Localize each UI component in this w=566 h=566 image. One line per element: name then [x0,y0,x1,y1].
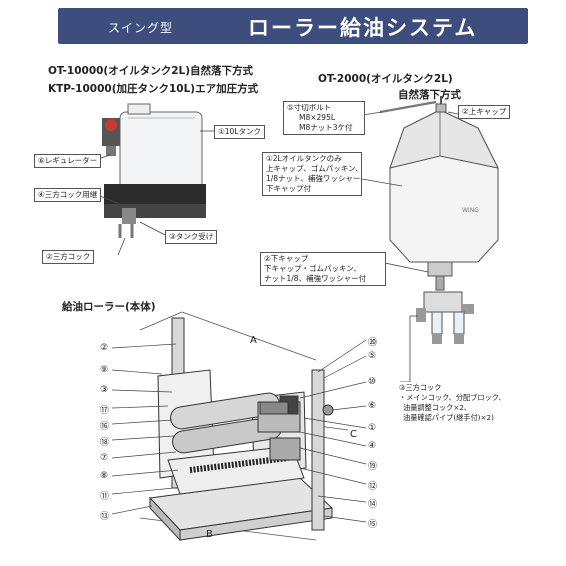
right-number-9: ⑭ [368,500,378,510]
banner-prefix: スイング型 [108,21,174,35]
three-way-3: 油量調整コック×2、 [403,403,472,412]
label-upper-cap: ②上キャップ [458,105,511,119]
roller-machine-drawing [139,311,349,542]
three-way-1: ③三方コック [399,383,442,392]
point-a: A [250,335,257,346]
lower-cap-3: ナット1/8、補強ワッシャー付 [264,274,367,283]
right-heading-line1: OT-2000(オイルタンク2L) [318,73,453,85]
left-number-7: ⑦ [100,453,109,463]
three-way-2: ・メインコック、分配ブロック、 [399,393,506,402]
tank-desc-2: 上キャップ、ゴムパッキン、 [266,164,363,173]
lower-cap-2: 下キャップ・ゴムパッキン、 [264,264,361,273]
right-number-2: ⑤ [368,351,377,361]
label-threaded-bolt: ⑤寸切ボルト M8×295L M8ナット3ケ付 [283,101,365,135]
label-tank-receiver: ③タンク受け [165,230,218,244]
right-heading-line2: 自然落下方式 [398,89,461,101]
left-number-9: ⑪ [100,492,110,502]
left-number-3: ③ [100,385,109,395]
lower-cap-1: ②下キャップ [264,254,309,263]
bolt-spec-1: M8×295L [299,113,336,122]
banner-title: ローラー給油システム [248,16,478,40]
label-three-way-assembly: ③三方コック ・メインコック、分配ブロック、 油量調整コック×2、 油量確認パイ… [396,382,530,424]
label-three-way-cock: ②三方コック [42,250,95,264]
left-number-5: ⑯ [100,422,110,432]
left-heading-line1: OT-10000(オイルタンク2L)自然落下方式 [48,65,254,77]
right-number-10: ⑮ [368,520,378,530]
left-heading-line2: KTP-10000(加圧タンク10L)エア加圧方式 [48,83,259,95]
right-number-8: ⑫ [368,482,378,492]
left-number-2: ⑨ [100,365,109,375]
tank10l-drawing [102,103,206,238]
left-number-10: ⑬ [100,512,110,522]
tank-desc-3: 1/8ナット、補強ワッシャー [266,174,361,183]
right-number-1: ⑳ [368,338,378,348]
title-banner: スイング型 ローラー給油システム [58,8,528,44]
left-number-8: ⑧ [100,471,109,481]
right-number-4: ⑥ [368,401,377,411]
tank-brand-mark: WING [462,207,479,214]
label-10l-tank: ①10Lタンク [214,125,265,139]
roller-title: 給油ローラー(本体) [62,301,156,313]
tank-desc-4: 下キャップ付 [266,184,311,193]
right-number-5: ① [368,423,377,433]
label-cock-fitting: ④三方コック用継 [34,188,102,202]
label-regulator: ⑥レギュレーター [34,154,102,168]
tank-desc-1: ①2Lオイルタンクのみ [266,154,342,163]
left-number-1: ② [100,343,109,353]
point-b: B [206,529,213,540]
left-number-4: ⑰ [100,406,110,416]
right-number-6: ④ [368,441,377,451]
label-lower-cap: ②下キャップ 下キャップ・ゴムパッキン、 ナット1/8、補強ワッシャー付 [260,252,386,286]
bolt-title: ⑤寸切ボルト [287,103,332,112]
tank2l-drawing [379,96,499,344]
right-number-3: ⑩ [368,377,377,387]
label-2l-tank: ①2Lオイルタンクのみ 上キャップ、ゴムパッキン、 1/8ナット、補強ワッシャー… [262,152,363,196]
point-c: C [350,429,357,440]
right-number-7: ⑲ [368,462,378,472]
bolt-spec-2: M8ナット3ケ付 [299,123,353,132]
left-number-6: ⑱ [100,438,110,448]
three-way-4: 油量確認パイプ(継手付)×2) [403,413,494,422]
